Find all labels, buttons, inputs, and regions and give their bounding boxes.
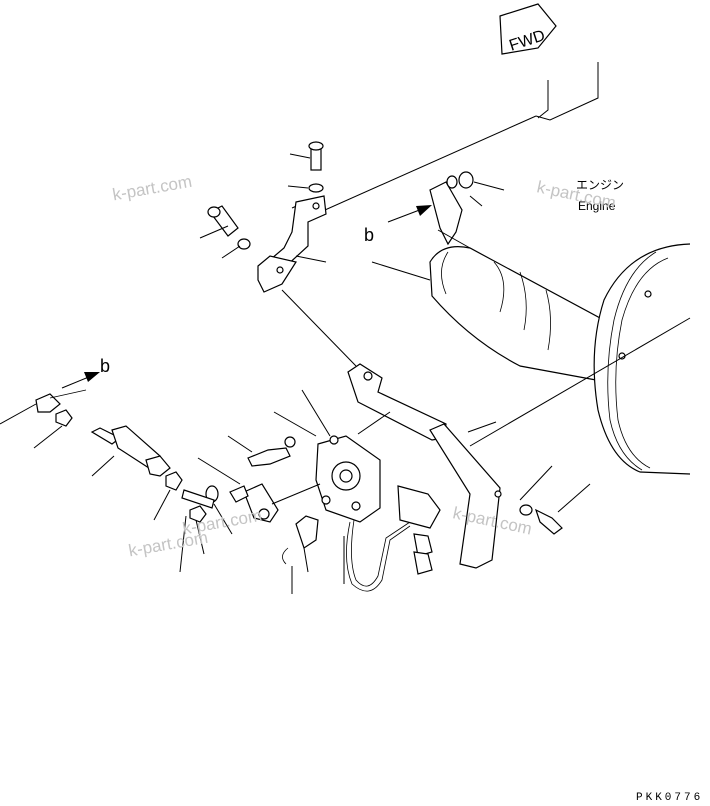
lower-bracket bbox=[347, 363, 502, 569]
bolt-icon bbox=[199, 205, 251, 259]
leader-line bbox=[469, 317, 691, 447]
mounting-bolt-icon bbox=[519, 465, 591, 535]
view-b-label-top: b bbox=[364, 225, 374, 245]
control-cable bbox=[0, 389, 171, 477]
view-b-arrow-top: b bbox=[364, 205, 432, 245]
nut-washer-icon bbox=[153, 471, 233, 573]
engine-stud-icon bbox=[429, 171, 505, 246]
fwd-arrow-icon: FWD bbox=[499, 3, 557, 55]
engine-shaft bbox=[371, 229, 601, 381]
engine-label-jp: エンジン bbox=[576, 178, 624, 192]
rod-end-link bbox=[197, 457, 321, 523]
rod-bolt-icon bbox=[227, 435, 296, 467]
view-b-arrow-left: b bbox=[61, 356, 110, 389]
watermark: k-part.com bbox=[127, 528, 209, 561]
upper-bracket bbox=[257, 195, 327, 293]
drawing-code: PKK0776 bbox=[636, 792, 703, 804]
clip-bolt-icon bbox=[282, 515, 319, 594]
watermark: k-part.com bbox=[111, 172, 193, 205]
view-b-label-left: b bbox=[100, 356, 110, 376]
wire-harness bbox=[343, 485, 441, 592]
flywheel-housing bbox=[593, 243, 691, 475]
engine-label-en: Engine bbox=[578, 199, 616, 213]
bracket-bolt-icon bbox=[287, 141, 324, 193]
link-line bbox=[281, 289, 357, 367]
